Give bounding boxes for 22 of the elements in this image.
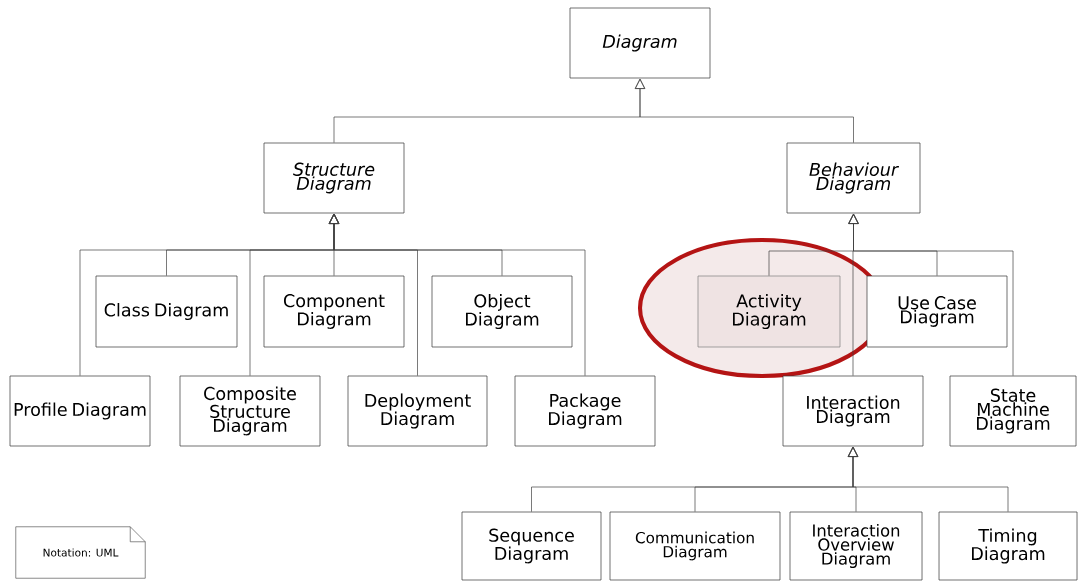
abstract-class-box: Structure Diagram bbox=[263, 142, 405, 214]
abstract-class-box: Behaviour Diagram bbox=[786, 142, 921, 214]
class-box: Package Diagram bbox=[514, 375, 656, 447]
generalization-arrow bbox=[847, 446, 1009, 512]
class-box: Timing Diagram bbox=[938, 511, 1078, 581]
class-box: Interaction Overview Diagram bbox=[789, 511, 923, 581]
class-box: Interaction Diagram bbox=[782, 375, 924, 447]
highlighted-class-box: Activity Diagram bbox=[697, 275, 841, 348]
class-box: Use Case Diagram bbox=[866, 275, 1008, 348]
class-box: Profile Diagram bbox=[9, 375, 151, 447]
abstract-class-box: Diagram bbox=[569, 7, 711, 79]
class-box: Sequence Diagram bbox=[461, 511, 602, 581]
class-box: Communication Diagram bbox=[609, 511, 781, 581]
generalization-arrow bbox=[848, 213, 1014, 376]
generalization-arrow bbox=[328, 213, 586, 376]
class-box: Deployment Diagram bbox=[347, 375, 488, 447]
class-box: Object Diagram bbox=[431, 275, 573, 348]
class-box: Component Diagram bbox=[263, 275, 405, 348]
class-box: Composite Structure Diagram bbox=[179, 375, 321, 447]
class-box: Class Diagram bbox=[95, 275, 238, 348]
class-box: State Machine Diagram bbox=[949, 375, 1077, 447]
generalization-arrow bbox=[634, 78, 854, 143]
